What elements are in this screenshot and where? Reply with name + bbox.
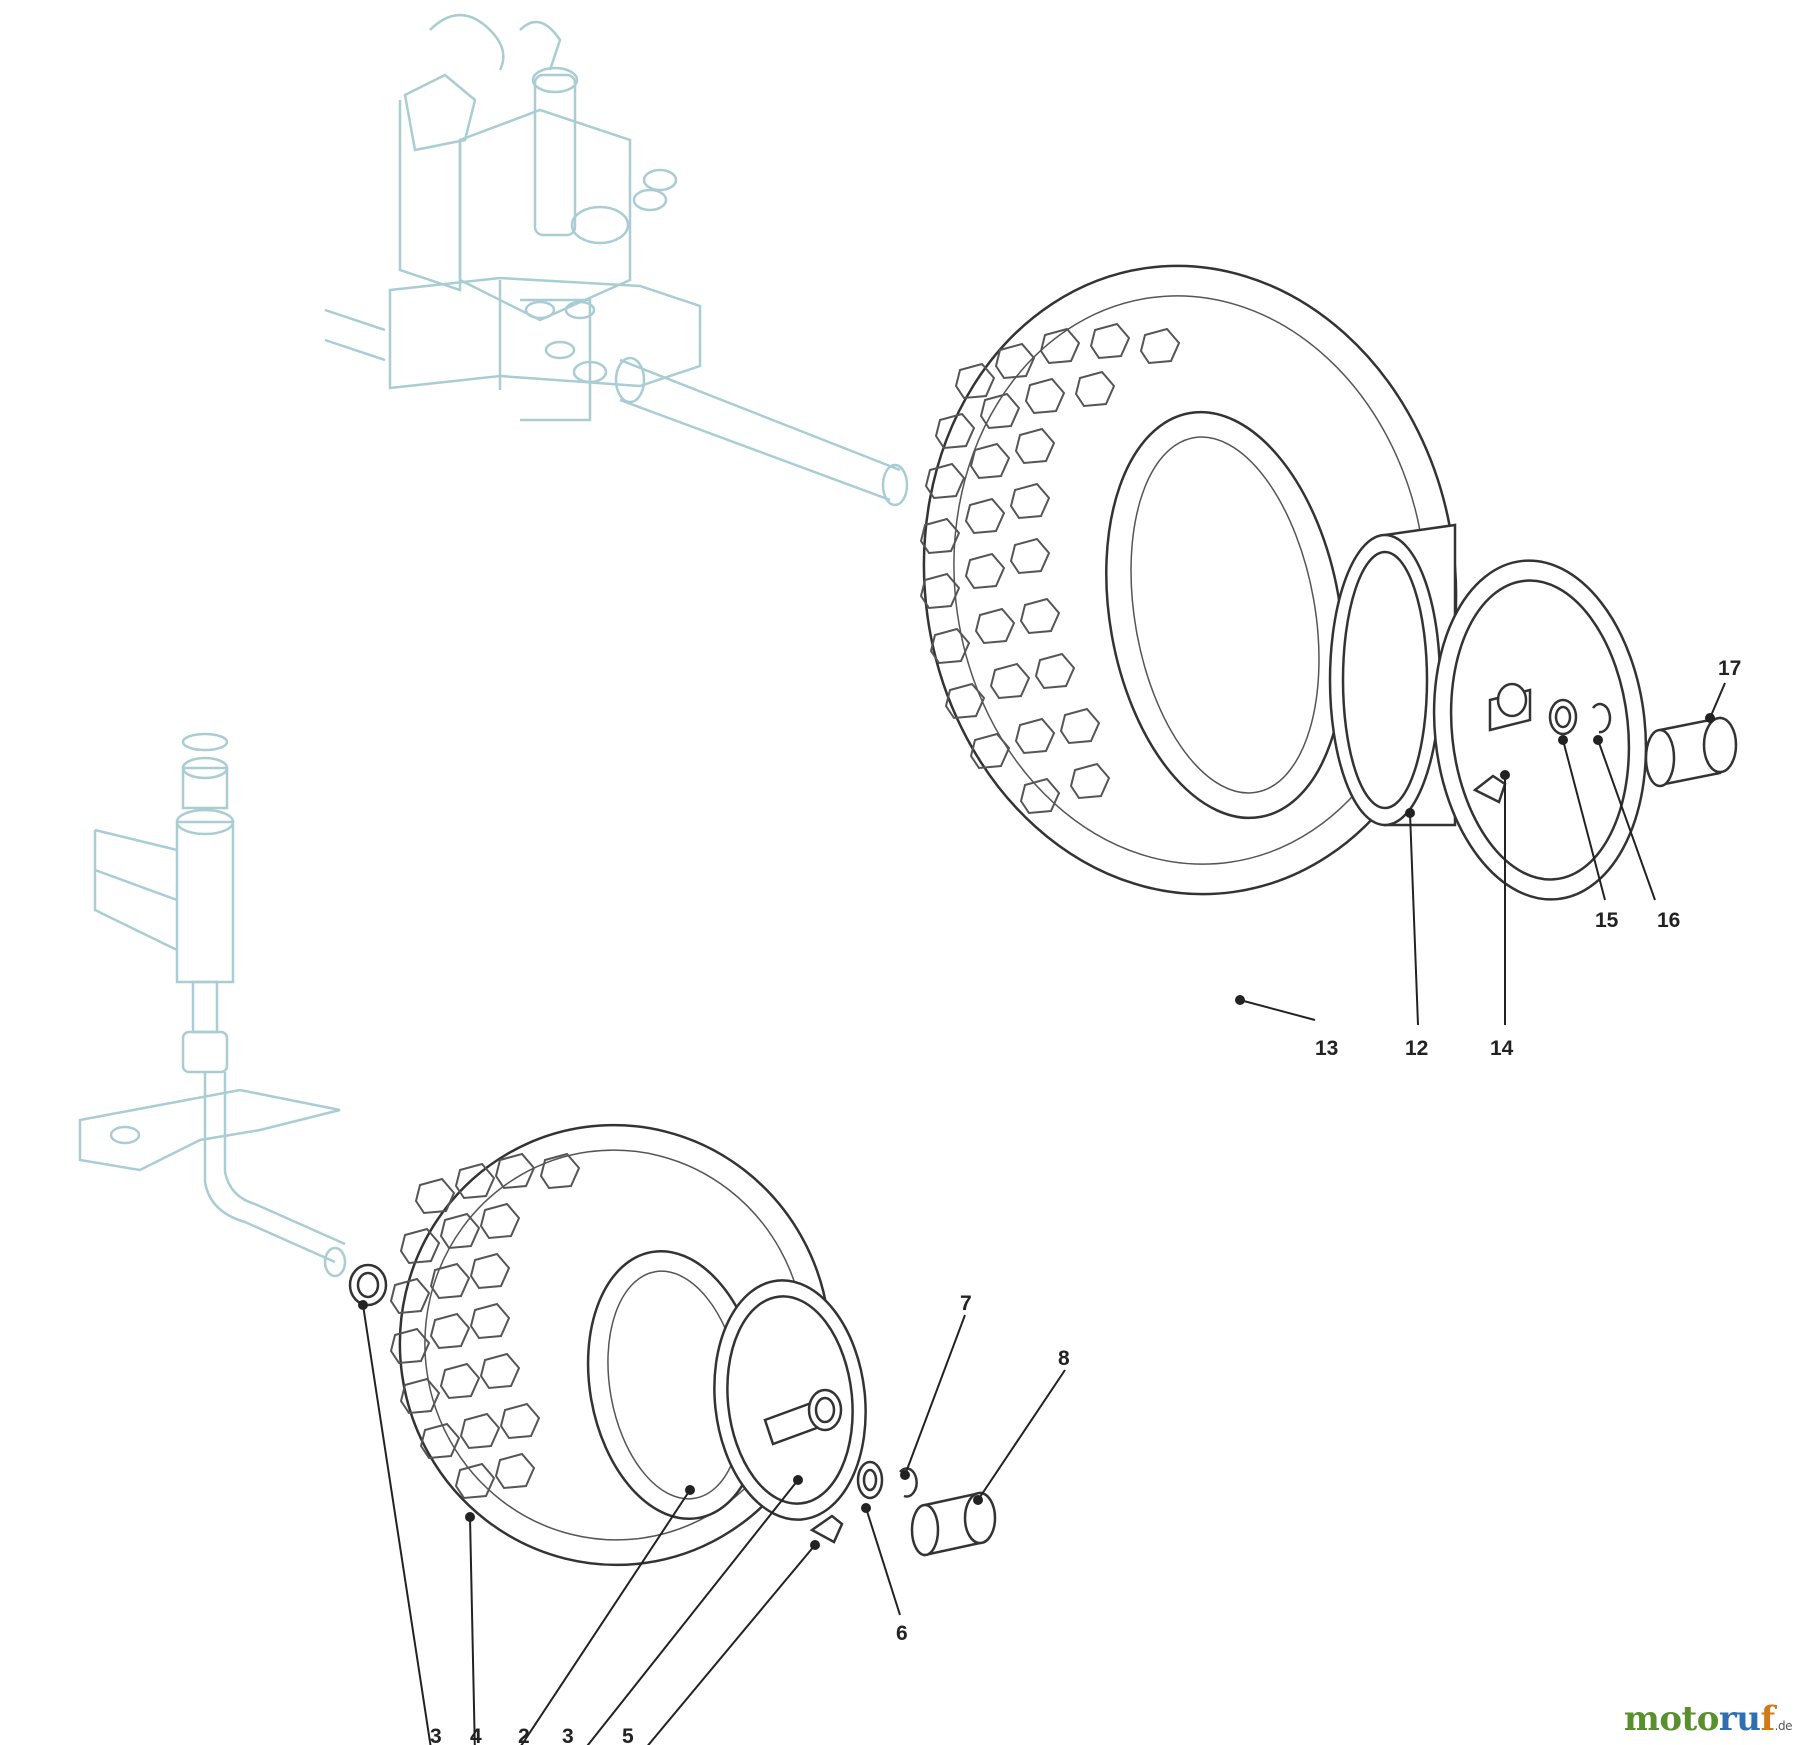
callout-5: 5 [622,1725,634,1745]
callout-7: 7 [960,1292,972,1315]
lower-small-parts [348,1263,997,1557]
upper-small-parts [1472,698,1738,804]
callout-15: 15 [1595,909,1619,932]
callout-8: 8 [1058,1347,1070,1370]
callouts: 17 15 16 13 12 14 7 8 6 3 4 2 3 5 [430,657,1741,1745]
lower-tire [390,1123,832,1567]
leader-lines [358,682,1726,1745]
upper-rim [1328,523,1648,901]
callout-3-left: 3 [430,1725,442,1745]
motoruf-logo: motoruf.de [1623,1699,1793,1739]
callout-3-right: 3 [562,1725,574,1745]
ghost-transaxle [324,13,909,507]
callout-6: 6 [896,1622,908,1645]
callout-4: 4 [470,1725,482,1745]
lower-rim [713,1279,867,1521]
callout-14: 14 [1490,1037,1514,1060]
callout-17: 17 [1718,657,1741,680]
callout-16: 16 [1657,909,1680,932]
upper-tire [920,264,1458,896]
callout-12: 12 [1405,1037,1428,1060]
ghost-front-axle [78,732,347,1278]
callout-2: 2 [518,1725,530,1745]
callout-13: 13 [1315,1037,1338,1060]
